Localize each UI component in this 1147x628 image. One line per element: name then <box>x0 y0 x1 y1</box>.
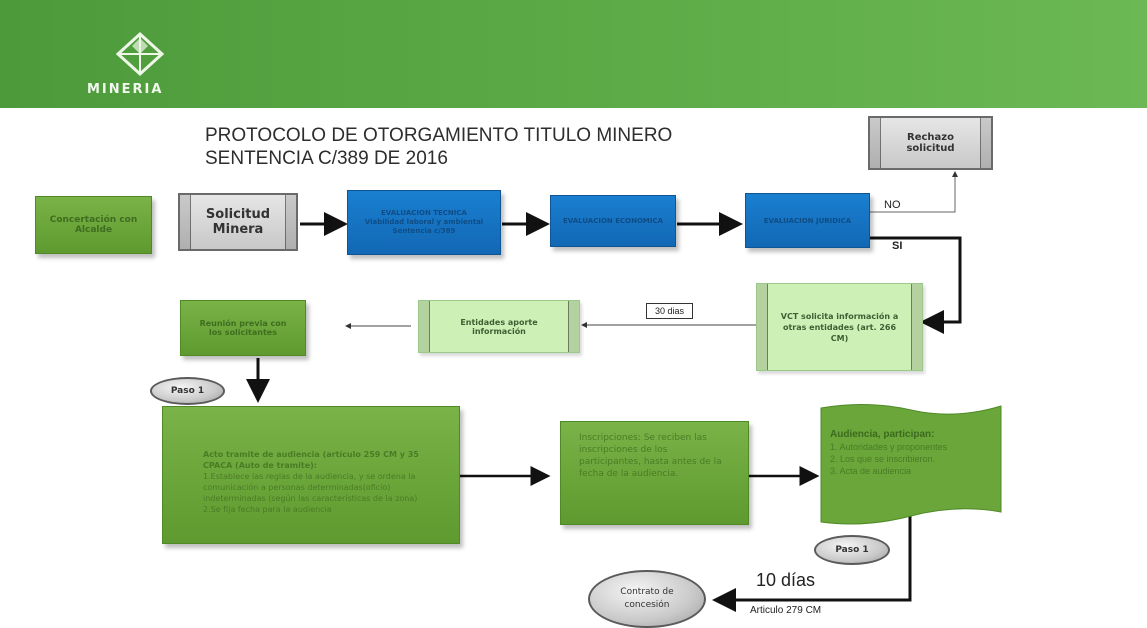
paso1-oval-b: Paso 1 <box>814 535 890 565</box>
eval-economica-box: EVALUACION ECONOMICA <box>550 195 676 247</box>
arrow-si-to-vct <box>870 236 962 334</box>
acto-tramite-item-1: 1.Establece las reglas de la audiencia, … <box>203 472 418 503</box>
rechazo-label: Rechazo solicitud <box>906 132 955 154</box>
paso1-oval-a: Paso 1 <box>150 377 225 405</box>
concertacion-box: Concertación con Alcalde <box>35 196 152 254</box>
inscripciones-box: Inscripciones: Se reciben las inscripcio… <box>560 421 749 525</box>
title-line-2: SENTENCIA C/389 DE 2016 <box>205 148 448 169</box>
vct-label: VCT solicita información a otras entidad… <box>780 311 899 343</box>
diamond-logo-icon <box>115 31 165 77</box>
treinta-dias-label: 30 dias <box>646 303 694 319</box>
rechazo-box: Rechazo solicitud <box>868 116 993 170</box>
acto-tramite-title: Acto tramite de audiencia (artículo 259 … <box>203 450 419 470</box>
eval-tecnica-box: EVALUACION TECNICA Viabilidad laboral y … <box>347 190 501 255</box>
entidades-label: Entidades aporte información <box>460 317 538 336</box>
inscripciones-label: Inscripciones: Se reciben las inscripcio… <box>579 433 722 479</box>
diez-dias-label: 10 días <box>756 570 816 590</box>
contrato-oval: Contrato de concesión <box>588 570 706 628</box>
audiencia-document-shape <box>820 403 1002 525</box>
vct-box: VCT solicita información a otras entidad… <box>756 283 923 371</box>
eval-juridica-box: EVALUACION JURIDICA <box>745 193 870 248</box>
title-line-1: PROTOCOLO DE OTORGAMIENTO TITULO MINERO <box>205 125 673 146</box>
articulo-label: Articulo 279 CM <box>750 605 822 616</box>
page-title: PROTOCOLO DE OTORGAMIENTO TITULO MINERO … <box>205 124 672 170</box>
no-label: NO <box>884 199 901 211</box>
logo-text: MINERIA <box>87 82 164 97</box>
arrow-audiencia-to-contrato <box>712 510 912 612</box>
audiencia-item-2: 2. Los que se inscribieron. <box>830 454 936 464</box>
solicitud-box: Solicitud Minera <box>178 193 298 251</box>
arrow-no-to-rechazo <box>870 171 958 213</box>
header-banner <box>0 0 1147 108</box>
audiencia-content: Audiencia, participan: 1. Autoridades y … <box>830 428 995 477</box>
acto-tramite-item-2: 2.Se fija fecha para la audiencia <box>203 505 332 514</box>
acto-tramite-box: Acto tramite de audiencia (artículo 259 … <box>162 406 460 544</box>
audiencia-title: Audiencia, participan: <box>830 429 935 440</box>
si-label: SI <box>892 240 903 252</box>
audiencia-item-3: 3. Acta de audiencia <box>830 466 912 476</box>
reunion-box: Reunión previa con los solicitantes <box>180 300 306 356</box>
audiencia-item-1: 1. Autoridades y proponentes <box>830 442 948 452</box>
entidades-box: Entidades aporte información <box>418 300 580 353</box>
solicitud-label: Solicitud Minera <box>205 207 271 237</box>
